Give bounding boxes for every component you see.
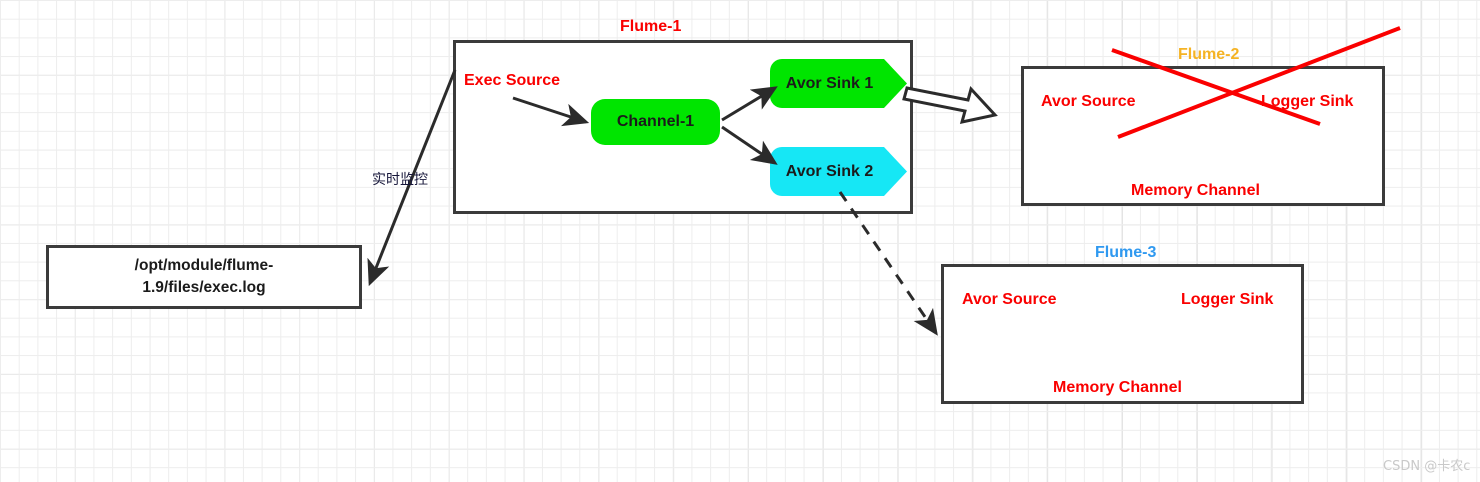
flume-3-box[interactable]	[941, 264, 1304, 404]
avor-sink-1-node[interactable]: Avor Sink 1	[770, 59, 907, 108]
block-arrow-sink1-to-flume2	[902, 85, 998, 124]
realtime-monitor-label: 实时监控	[372, 172, 428, 188]
flume-2-title: Flume-2	[1178, 46, 1240, 63]
avor-sink-2-node[interactable]: Avor Sink 2	[770, 147, 907, 196]
flume-3-memory-channel-label: Memory Channel	[1053, 379, 1182, 396]
avor-sink-2-shape	[770, 147, 907, 196]
flume-3-avor-source-label: Avor Source	[962, 291, 1057, 308]
log-file-path-line2: 1.9/files/exec.log	[142, 279, 266, 296]
log-file-path: /opt/module/flume- 1.9/files/exec.log	[135, 255, 274, 300]
avor-sink-1-shape	[770, 59, 907, 108]
log-file-box[interactable]: /opt/module/flume- 1.9/files/exec.log	[46, 245, 362, 309]
csdn-watermark: CSDN @卡农c	[1383, 459, 1471, 474]
flume-2-avor-source-label: Avor Source	[1041, 93, 1136, 110]
avor-sink-1-label: Avor Sink 1	[785, 74, 874, 92]
flume-1-title: Flume-1	[620, 18, 682, 35]
channel-1-node[interactable]: Channel-1	[591, 99, 720, 145]
flume-3-title: Flume-3	[1095, 244, 1157, 261]
avor-sink-2-label: Avor Sink 2	[785, 162, 874, 180]
channel-1-label: Channel-1	[616, 113, 695, 130]
flume-2-logger-sink-label: Logger Sink	[1261, 93, 1354, 110]
flume-1-exec-source-label: Exec Source	[464, 72, 561, 89]
log-file-path-line1: /opt/module/flume-	[134, 256, 274, 274]
flume-3-logger-sink-label: Logger Sink	[1181, 291, 1274, 308]
flume-2-memory-channel-label: Memory Channel	[1131, 182, 1260, 199]
